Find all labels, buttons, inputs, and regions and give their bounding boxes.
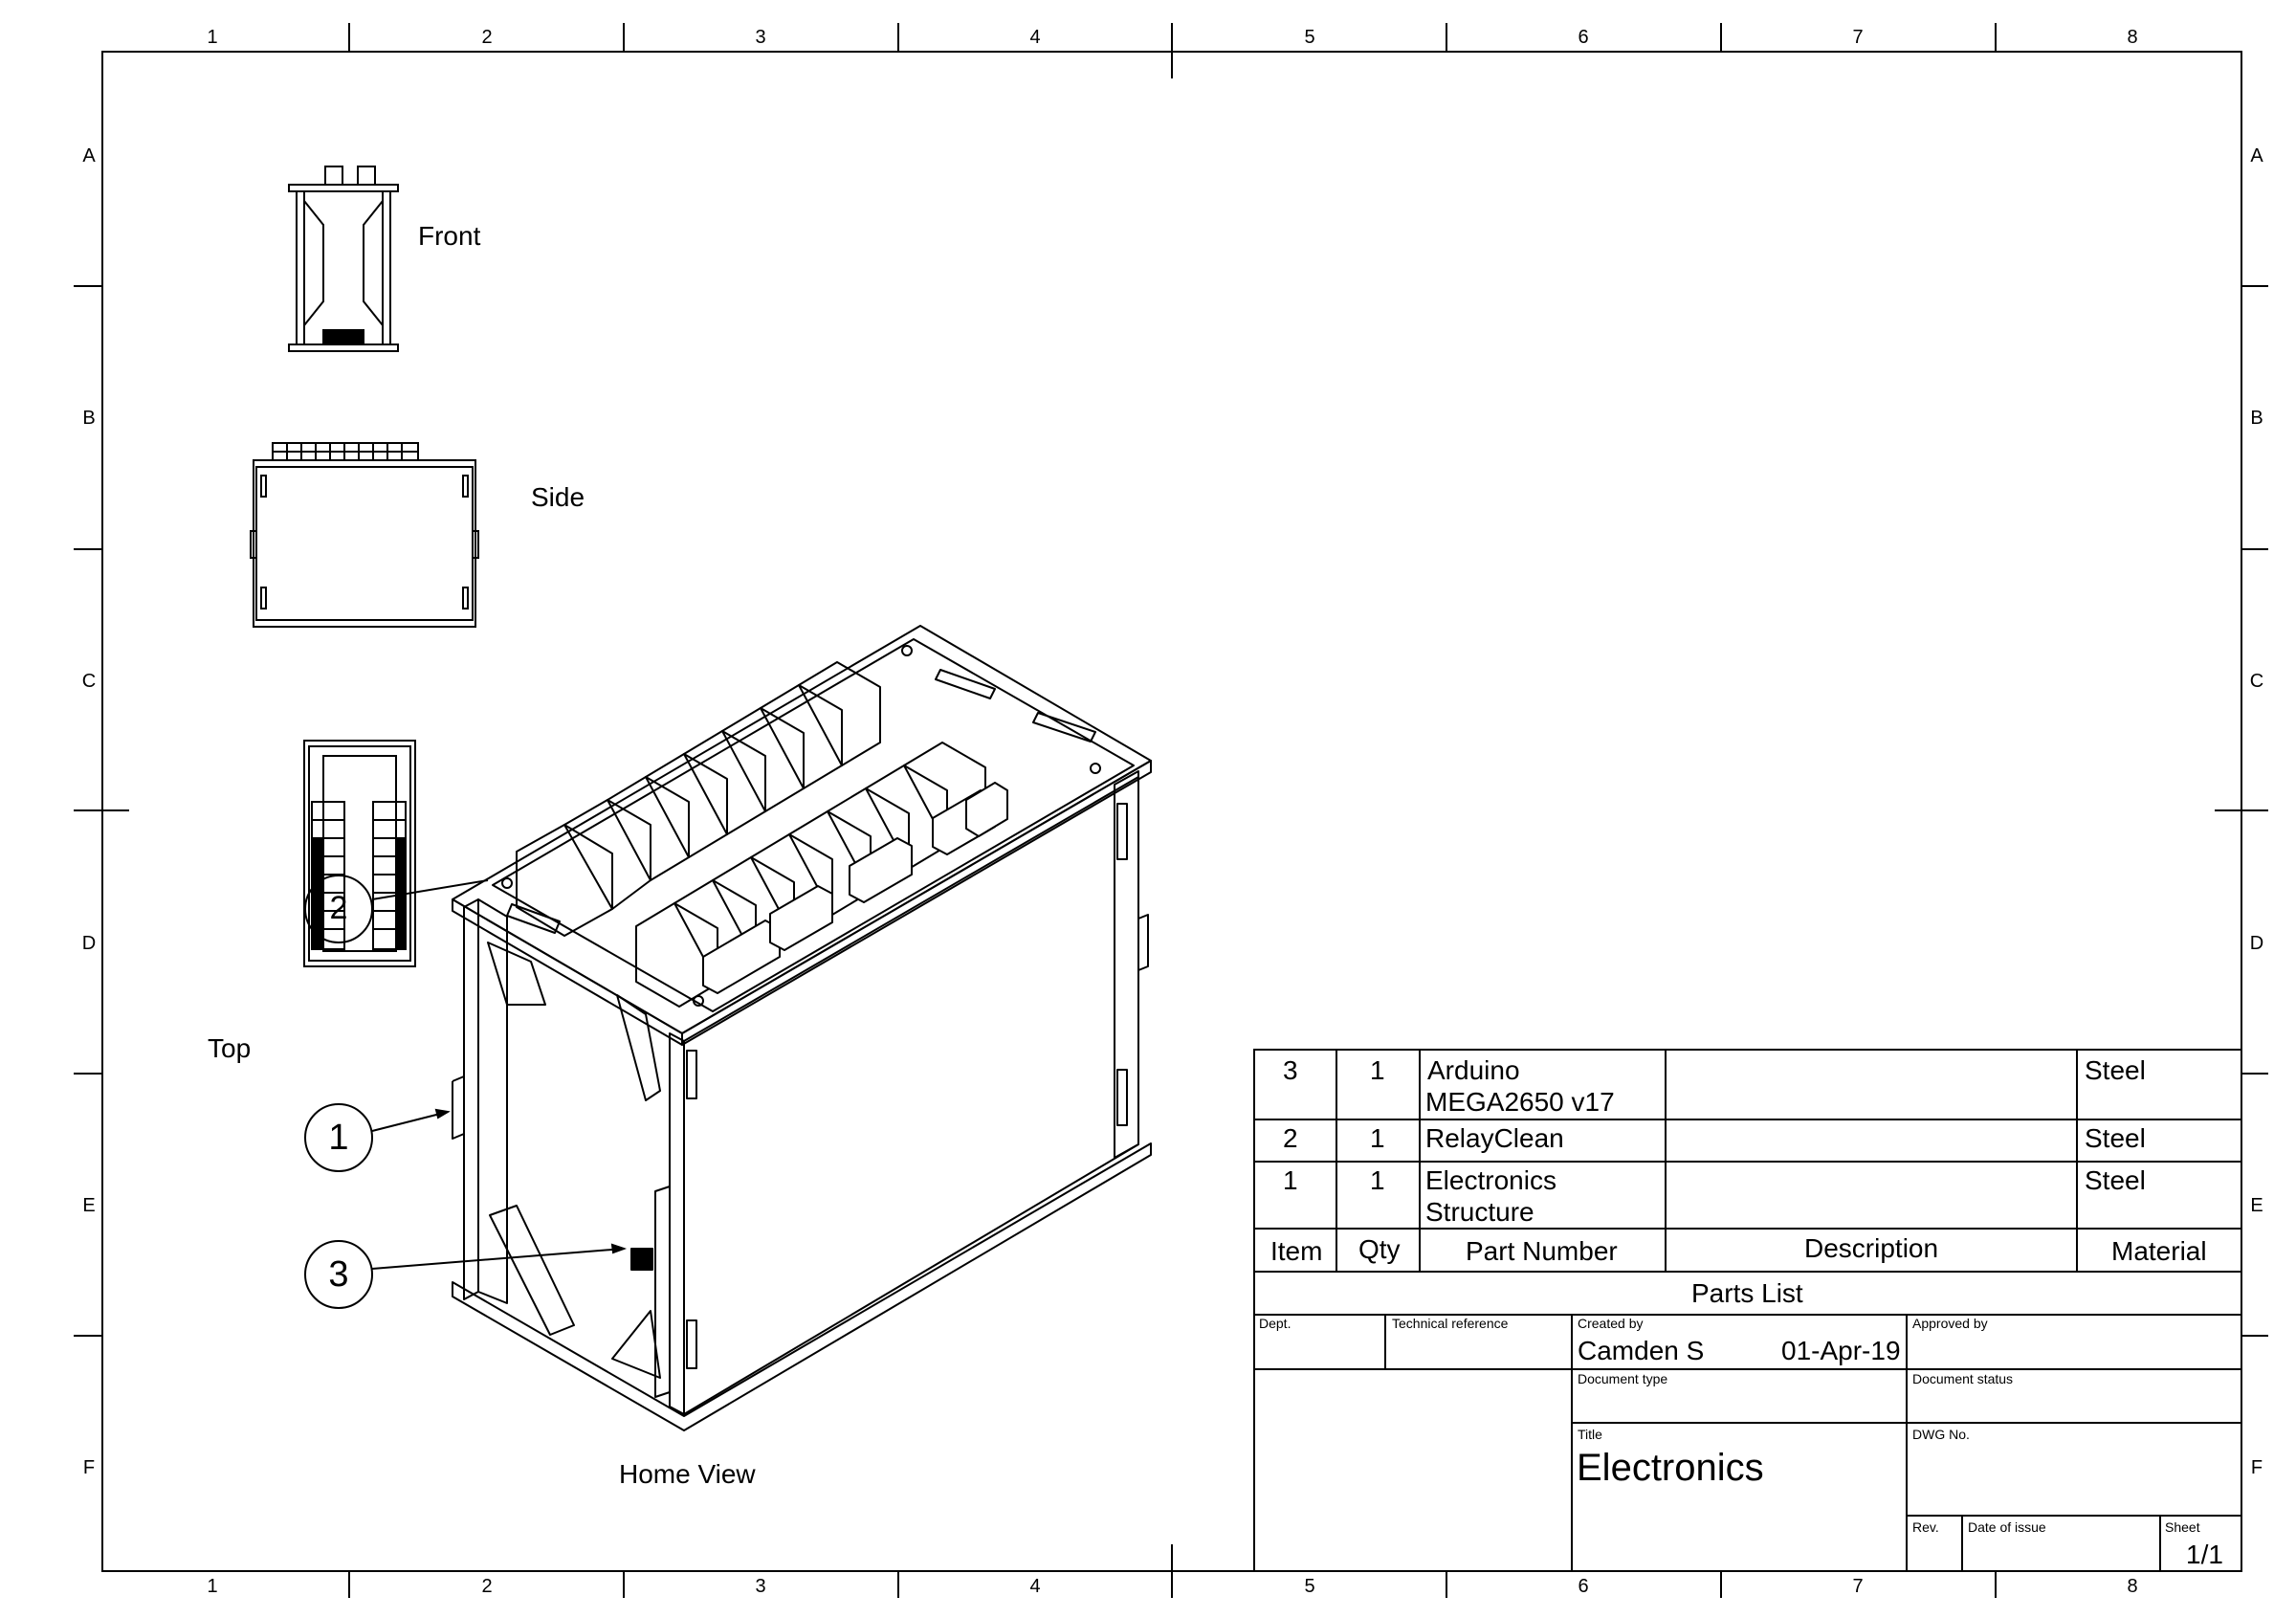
drawing-border [101, 51, 2242, 1572]
row-2-part-line1: RelayClean [1425, 1123, 1564, 1153]
sheet-number: 1/1 [2186, 1540, 2223, 1569]
row-3-qty: 1 [1370, 1055, 1385, 1085]
header-item: Item [1270, 1236, 1323, 1266]
title-label: Title [1578, 1427, 1602, 1442]
top-view [303, 740, 416, 967]
zone-row-f-right: F [2250, 1457, 2263, 1478]
zone-col-6-top: 6 [1578, 27, 1589, 48]
front-view [288, 166, 399, 352]
row-3-material: Steel [2085, 1055, 2146, 1085]
zone-row-d-left: D [81, 933, 97, 954]
row-3-part-line2: MEGA2650 v17 [1425, 1087, 1615, 1117]
header-part-number: Part Number [1466, 1236, 1618, 1266]
zone-col-5-top: 5 [1304, 27, 1315, 48]
row-2-qty: 1 [1370, 1123, 1385, 1153]
row-3-item: 3 [1283, 1055, 1298, 1085]
created-by-value: Camden S [1578, 1336, 1705, 1365]
balloon-2: 2 [329, 890, 348, 926]
zone-row-a-right: A [2250, 145, 2263, 166]
side-view [250, 442, 479, 628]
zone-row-b-right: B [2250, 408, 2263, 429]
zone-col-3-bottom: 3 [755, 1576, 766, 1597]
row-1-item: 1 [1283, 1165, 1298, 1195]
balloon-3-circle [304, 1240, 373, 1309]
dept-label: Dept. [1259, 1316, 1292, 1331]
header-description: Description [1804, 1233, 1939, 1263]
balloon-2-circle [304, 875, 373, 943]
zone-col-4-top: 4 [1029, 27, 1041, 48]
date-of-issue-label: Date of issue [1968, 1519, 2046, 1535]
sheet-label: Sheet [2165, 1519, 2200, 1535]
home-view-label: Home View [619, 1459, 756, 1489]
zone-col-1-top: 1 [207, 27, 218, 48]
zone-col-8-bottom: 8 [2127, 1576, 2138, 1597]
row-2-material: Steel [2085, 1123, 2146, 1153]
approved-by-label: Approved by [1912, 1316, 1988, 1331]
row-1-material: Steel [2085, 1165, 2146, 1195]
home-view [452, 625, 1152, 1431]
zone-row-c-right: C [2249, 671, 2264, 692]
balloon-3: 3 [328, 1254, 349, 1295]
side-view-label: Side [531, 482, 585, 512]
dwg-no-label: DWG No. [1912, 1427, 1970, 1442]
balloon-1: 1 [328, 1118, 349, 1158]
row-1-qty: 1 [1370, 1165, 1385, 1195]
zone-col-5-bottom: 5 [1304, 1576, 1315, 1597]
zone-row-a-left: A [82, 145, 96, 166]
parts-list-title: Parts List [1691, 1278, 1803, 1308]
zone-col-3-top: 3 [755, 27, 766, 48]
technical-reference-label: Technical reference [1392, 1316, 1509, 1331]
zone-col-7-top: 7 [1852, 27, 1864, 48]
row-1-part-line1: Electronics [1425, 1165, 1556, 1195]
zone-row-c-left: C [81, 671, 97, 692]
drawing-title: Electronics [1577, 1447, 1764, 1489]
rev-label: Rev. [1912, 1519, 1939, 1535]
balloon-1-circle [304, 1103, 373, 1172]
balloon-graphics [304, 875, 628, 1309]
document-type-label: Document type [1578, 1371, 1668, 1386]
front-view-label: Front [418, 221, 481, 251]
zone-col-7-bottom: 7 [1852, 1576, 1864, 1597]
header-qty: Qty [1358, 1234, 1401, 1264]
zone-row-b-left: B [82, 408, 96, 429]
zone-col-4-bottom: 4 [1029, 1576, 1041, 1597]
row-3-part-line1: Arduino [1427, 1055, 1520, 1085]
row-1-part-line2: Structure [1425, 1197, 1534, 1227]
zone-row-e-left: E [82, 1195, 96, 1216]
created-date: 01-Apr-19 [1781, 1336, 1901, 1365]
zone-col-1-bottom: 1 [207, 1576, 218, 1597]
zone-col-8-top: 8 [2127, 27, 2138, 48]
zone-col-6-bottom: 6 [1578, 1576, 1589, 1597]
zone-row-d-right: D [2249, 933, 2264, 954]
document-status-label: Document status [1912, 1371, 2014, 1386]
zone-row-f-left: F [82, 1457, 96, 1478]
header-material: Material [2111, 1236, 2207, 1266]
top-view-label: Top [208, 1033, 252, 1063]
zone-col-2-bottom: 2 [481, 1576, 493, 1597]
zone-row-e-right: E [2250, 1195, 2263, 1216]
row-2-item: 2 [1283, 1123, 1298, 1153]
zone-col-2-top: 2 [481, 27, 493, 48]
title-block-grid [1253, 1314, 2242, 1572]
created-by-label: Created by [1578, 1316, 1644, 1331]
